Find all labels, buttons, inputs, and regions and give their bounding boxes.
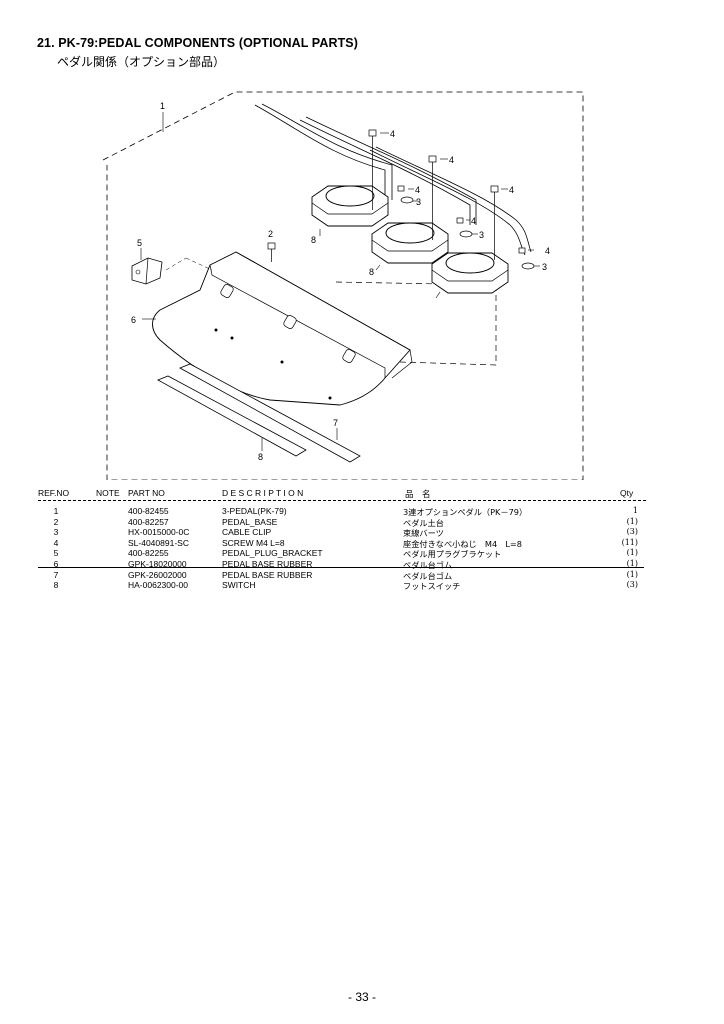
cell-desc: PEDAL_BASE (222, 516, 278, 527)
cell-jp: 3連オプションペダル（PK－79） (403, 507, 528, 517)
callout-label: 4 (471, 216, 476, 226)
cell-jp: ペダル台ゴム (403, 570, 453, 581)
screw-group (267, 129, 526, 262)
cell-qty: (3) (626, 580, 638, 590)
cell-qty: (1) (626, 516, 638, 526)
switch-2 (371, 222, 449, 264)
callout-label: 7 (333, 418, 338, 428)
cell-part: GPK-18020000 (128, 558, 187, 569)
switch-3 (431, 252, 509, 294)
page-number: - 33 - (347, 990, 376, 1004)
cell-desc: PEDAL_PLUG_BRACKET (222, 548, 323, 559)
callout-label: 4 (449, 155, 454, 165)
rubber-strip-7 (157, 375, 307, 457)
table-row: 6 GPK-18020000 PEDAL BASE RUBBER ペダル台ゴム … (0, 559, 724, 570)
cell-part: GPK-26002000 (128, 569, 187, 580)
plug-bracket (131, 257, 213, 285)
header-jp: 品 名 (405, 490, 431, 500)
cell-desc: CABLE CLIP (222, 527, 272, 538)
table-row: 2 400-82257 PEDAL_BASE ペダル土台 (1) (0, 517, 724, 528)
cell-jp: フットスイッチ (403, 581, 461, 592)
table-row: 8 HA-0062300-00 SWITCH フットスイッチ (3) (0, 580, 724, 591)
callout-label: 8 (369, 267, 374, 277)
cell-ref: 4 (53, 537, 59, 548)
header-part: PART NO (128, 488, 165, 498)
cell-qty: (1) (626, 569, 638, 579)
cell-ref: 5 (53, 548, 59, 559)
callout-label: 3 (479, 230, 484, 240)
table-row: 3 HX-0015000-0C CABLE CLIP 束線バーツ (3) (0, 527, 724, 538)
cable-clip-group (400, 196, 535, 270)
cell-ref: 2 (53, 516, 59, 527)
callout-label: 8 (311, 235, 316, 245)
callout-label: 4 (509, 185, 514, 195)
cell-part: 400-82455 (128, 506, 169, 516)
header-desc: D E S C R I P T I O N (222, 488, 304, 498)
table-row: 1 400-82455 3-PEDAL(PK-79) 3連オプションペダル（PK… (0, 506, 724, 517)
cell-jp: 座金付きなべ小ねじ M4 L=8 (403, 538, 522, 549)
parts-table: 1 400-82455 3-PEDAL(PK-79) 3連オプションペダル（PK… (0, 506, 724, 591)
callout-label: 6 (131, 315, 136, 325)
header-ref: REF.NO (38, 488, 70, 498)
callout-label: 3 (542, 262, 547, 272)
cell-part: HX-0015000-0C (128, 527, 190, 538)
table-row: 5 400-82255 PEDAL_PLUG_BRACKET ペダル用プラグブラ… (0, 548, 724, 559)
cell-jp: ペダル用プラグブラケット (403, 549, 502, 560)
callout-label: 8 (258, 452, 263, 462)
callout-label: 1 (160, 101, 165, 111)
table-row: 4 SL-4040891-SC SCREW M4 L=8 座金付きなべ小ねじ M… (0, 538, 724, 549)
switch-1 (311, 185, 389, 227)
page-subtitle: ペダル関係（オプション部品） (57, 55, 226, 69)
cell-ref: 3 (53, 527, 59, 538)
cell-qty: (11) (621, 537, 638, 547)
cell-ref: 6 (53, 558, 59, 569)
cell-qty: 1 (632, 506, 638, 515)
section-separator (38, 567, 644, 568)
cell-ref: 1 (53, 506, 59, 516)
cell-desc: PEDAL BASE RUBBER (222, 569, 313, 580)
pedal-base (152, 251, 413, 406)
table-row: 7 GPK-26002000 PEDAL BASE RUBBER ペダル台ゴム … (0, 570, 724, 581)
cell-jp: ペダル台ゴム (403, 559, 453, 570)
cell-part: 400-82257 (128, 516, 169, 527)
header-note: NOTE (96, 488, 120, 498)
page-title: 21. PK-79:PEDAL COMPONENTS (OPTIONAL PAR… (37, 36, 359, 50)
callout-label: 3 (416, 197, 421, 207)
cell-jp: ペダル土台 (403, 517, 444, 528)
cell-desc: PEDAL BASE RUBBER (222, 558, 313, 569)
callout-label: 4 (545, 246, 550, 256)
header-qty: Qty (620, 488, 634, 498)
cell-ref: 8 (53, 580, 59, 591)
callout-label: 2 (268, 229, 273, 239)
cell-qty: (1) (626, 548, 638, 558)
header-divider (38, 500, 646, 501)
cell-part: HA-0062300-00 (128, 580, 189, 591)
callout-label: 4 (390, 129, 395, 139)
callout-label: 5 (137, 238, 142, 248)
cell-jp: 束線バーツ (403, 528, 444, 539)
rubber-strip-6 (179, 363, 361, 463)
cell-ref: 7 (53, 569, 59, 580)
cell-qty: (1) (626, 558, 638, 568)
cell-qty: (3) (626, 527, 638, 537)
cell-part: 400-82255 (128, 548, 169, 559)
cell-desc: SWITCH (222, 580, 256, 591)
callout-label: 4 (415, 185, 420, 195)
exploded-parts-diagram: 1 6 3 3 3 4 4 4 4 4 4 2 5 7 8 8 8 (102, 91, 584, 480)
cell-desc: 3-PEDAL(PK-79) (222, 506, 287, 516)
cell-part: SL-4040891-SC (128, 537, 189, 548)
assembly-outline (102, 91, 584, 480)
cell-desc: SCREW M4 L=8 (222, 537, 285, 548)
